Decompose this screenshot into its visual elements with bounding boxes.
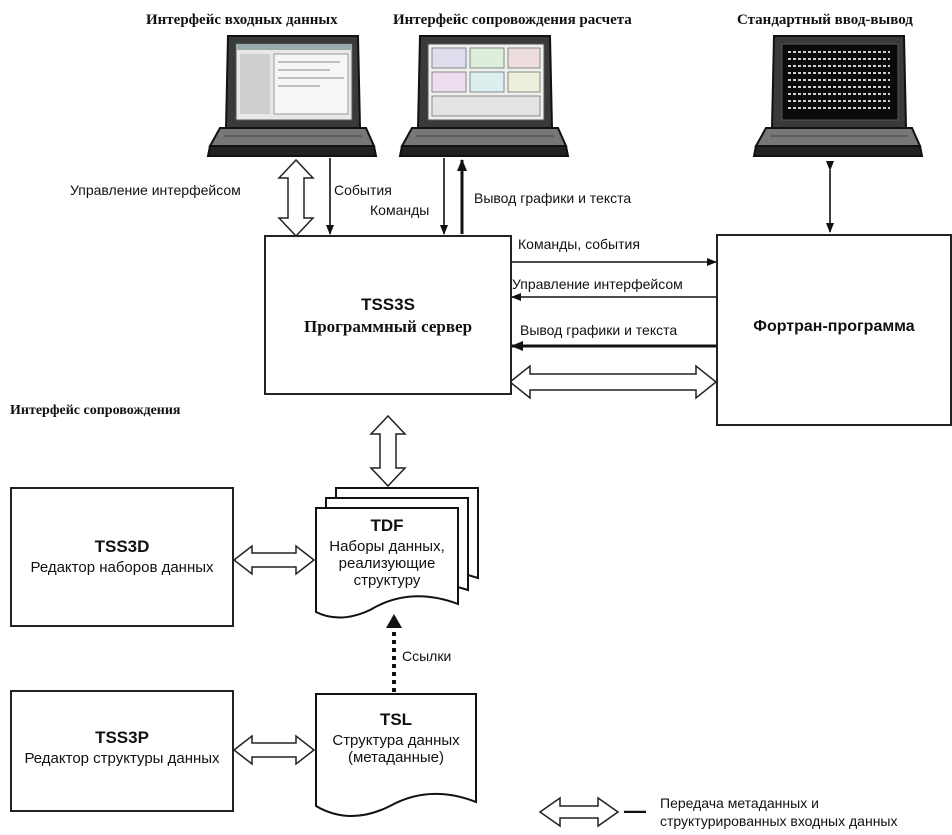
tss3d-subtitle: Редактор наборов данных [30,559,214,576]
legend-line2: структурированных входных данных [660,813,898,829]
label-support-interface: Интерфейс сопровождения [10,403,181,418]
fortran-title: Фортран-программа [753,318,915,335]
label-interface-control-left: Управление интерфейсом [70,182,241,198]
legend-text: Передача метаданных и структурированных … [660,794,898,830]
tss3d-box: TSS3D Редактор наборов данных [10,487,234,627]
label-calc-interface: Интерфейс сопровождения расчета [393,12,632,28]
double-arrow-tss3p-tsl [232,734,316,766]
label-interface-control-right: Управление интерфейсом [512,276,683,292]
tdf-line1: Наборы данных, [329,538,445,555]
double-arrow-server-fortran [508,364,718,400]
legend-line1: Передача метаданных и [660,795,819,811]
tss3d-title: TSS3D [94,537,150,556]
label-input-interface: Интерфейс входных данных [146,12,338,28]
label-graphics-output-right: Вывод графики и текста [520,322,678,338]
laptop-input-icon [206,35,378,157]
laptop-stdio-icon [752,35,924,157]
label-commands: Команды [370,202,430,218]
server-box: TSS3S Программный сервер [264,235,512,395]
server-title: TSS3S [361,295,415,314]
tdf-line2: реализующие [338,555,436,572]
server-subtitle: Программный сервер [303,317,473,336]
tsl-document [315,693,477,817]
label-events: События [334,182,392,198]
legend-double-arrow-icon [538,796,620,828]
tsl-text: TSL Структура данных (метаданные) [316,710,476,766]
tdf-title: TDF [370,516,404,535]
tdf-line3: структуру [353,572,421,589]
label-std-io: Стандартный ввод-вывод [737,12,913,28]
tsl-line1: Структура данных [332,732,460,749]
fortran-box: Фортран-программа [716,234,952,426]
tss3p-title: TSS3P [95,728,149,747]
tdf-text: TDF Наборы данных, реализующие структуру [316,516,458,589]
laptop-calc-icon [398,35,570,157]
legend-dash: — [624,798,646,823]
label-links: Ссылки [402,648,452,664]
label-commands-events: Команды, события [518,236,640,252]
tsl-line2: (метаданные) [348,749,444,766]
double-arrow-server-tdf [369,414,407,488]
tdf-document-stack [315,487,479,619]
label-graphics-output-top: Вывод графики и текста [474,190,632,206]
double-arrow-interface-control [277,158,315,238]
tss3p-subtitle: Редактор структуры данных [24,750,220,767]
double-arrow-tss3d-tdf [232,544,316,576]
tss3p-box: TSS3P Редактор структуры данных [10,690,234,812]
tsl-title: TSL [379,710,413,729]
arrow-links-head [386,614,402,628]
